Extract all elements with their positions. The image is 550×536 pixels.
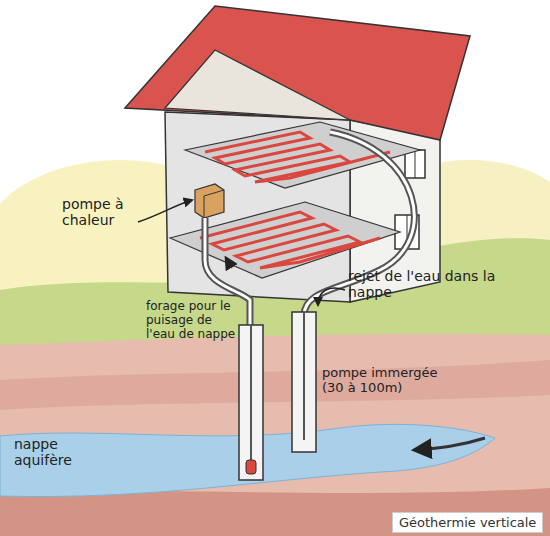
band-label: nappe aquifère: [14, 436, 104, 468]
pump-pipe: [250, 325, 252, 462]
floor-heating-coil: [200, 212, 380, 268]
part-label: pompe à chaleur: [62, 196, 140, 228]
caption: Géothermie verticale: [392, 512, 543, 533]
part-label: forage pour le puisage de l'eau de nappe: [146, 300, 238, 341]
box-edge: [204, 190, 224, 196]
extraction-borehole: [239, 325, 263, 480]
leader-arrow: [318, 288, 345, 305]
leader-arrow: [138, 200, 192, 222]
submersible-pump: [246, 460, 256, 474]
window-bar: [415, 150, 416, 178]
window: [405, 150, 425, 178]
earth-layer: [0, 334, 550, 536]
heat-pump-box: [195, 184, 224, 218]
roof: [125, 6, 470, 140]
earth-stripe: [0, 360, 550, 410]
part-label: rejet de l'eau dans la nappe: [348, 268, 498, 300]
aquifer-fill: [0, 424, 495, 496]
gable: [165, 50, 350, 120]
box-edge: [204, 196, 205, 218]
reinjection-borehole: [292, 312, 316, 452]
flow-arrow: [226, 258, 232, 268]
part-label: pompe immergée (30 à 100m): [322, 366, 462, 396]
reinjection-pipe: [303, 312, 305, 440]
